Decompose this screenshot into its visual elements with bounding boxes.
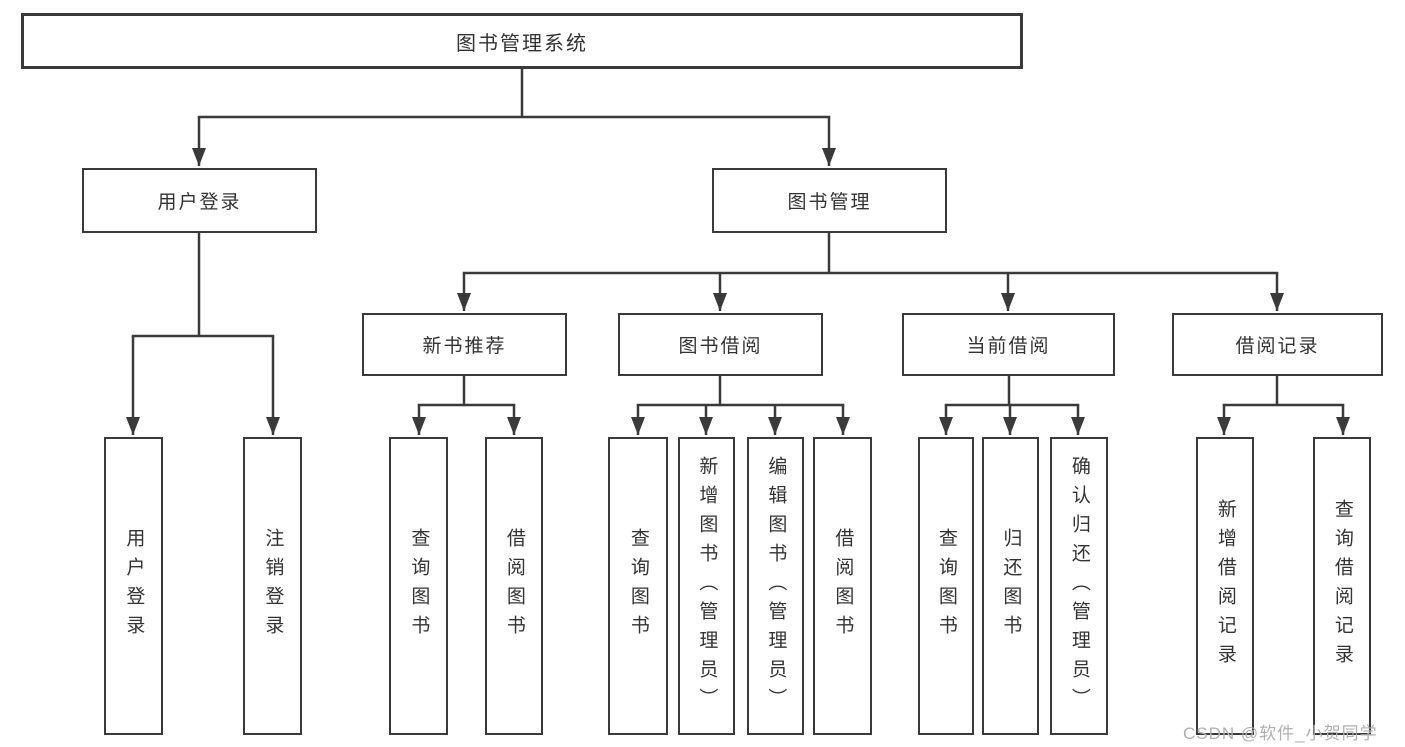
leaf-query-books-borrow-label: 查询图书 xyxy=(627,528,649,644)
leaf-query-books-current-label: 查询图书 xyxy=(935,528,957,644)
leaf-return-books: 归还图书 xyxy=(982,437,1039,735)
leaf-query-books-current: 查询图书 xyxy=(918,437,974,735)
leaf-borrow-books: 借阅图书 xyxy=(813,437,872,735)
leaf-query-books-recommend: 查询图书 xyxy=(389,437,448,735)
leaf-query-borrow-record: 查询借阅记录 xyxy=(1313,437,1371,735)
leaf-logout: 注销登录 xyxy=(243,437,302,735)
leaf-add-borrow-record-label: 新增借阅记录 xyxy=(1214,499,1236,673)
leaf-edit-books-admin: 编辑图书（管理员） xyxy=(747,437,804,735)
leaf-query-books-recommend-label: 查询图书 xyxy=(408,528,430,644)
leaf-edit-books-admin-label: 编辑图书（管理员） xyxy=(765,455,787,717)
leaf-confirm-return-admin-label: 确认归还（管理员） xyxy=(1068,455,1090,717)
leaf-add-books-admin: 新增图书（管理员） xyxy=(678,437,735,735)
leaf-add-borrow-record: 新增借阅记录 xyxy=(1196,437,1254,735)
node-borrow-records: 借阅记录 xyxy=(1172,313,1383,376)
node-book-borrow: 图书借阅 xyxy=(618,313,823,376)
leaf-logout-label: 注销登录 xyxy=(262,528,284,644)
leaf-borrow-books-recommend-label: 借阅图书 xyxy=(503,528,525,644)
leaf-add-books-admin-label: 新增图书（管理员） xyxy=(696,455,718,717)
leaf-return-books-label: 归还图书 xyxy=(1000,528,1022,644)
node-current-borrow: 当前借阅 xyxy=(902,313,1115,376)
leaf-query-borrow-record-label: 查询借阅记录 xyxy=(1331,499,1353,673)
leaf-query-books-borrow: 查询图书 xyxy=(608,437,668,735)
leaf-confirm-return-admin: 确认归还（管理员） xyxy=(1050,437,1108,735)
node-book-management: 图书管理 xyxy=(712,168,947,233)
node-library-management-system: 图书管理系统 xyxy=(21,13,1023,69)
csdn-watermark: CSDN @软件_小贺同学 xyxy=(1183,724,1378,743)
node-new-book-recommend: 新书推荐 xyxy=(362,313,567,376)
leaf-borrow-books-recommend: 借阅图书 xyxy=(485,437,543,735)
leaf-borrow-books-label: 借阅图书 xyxy=(832,528,854,644)
node-user-login: 用户登录 xyxy=(82,168,317,233)
leaf-user-login: 用户登录 xyxy=(104,437,163,735)
leaf-user-login-label: 用户登录 xyxy=(123,528,145,644)
